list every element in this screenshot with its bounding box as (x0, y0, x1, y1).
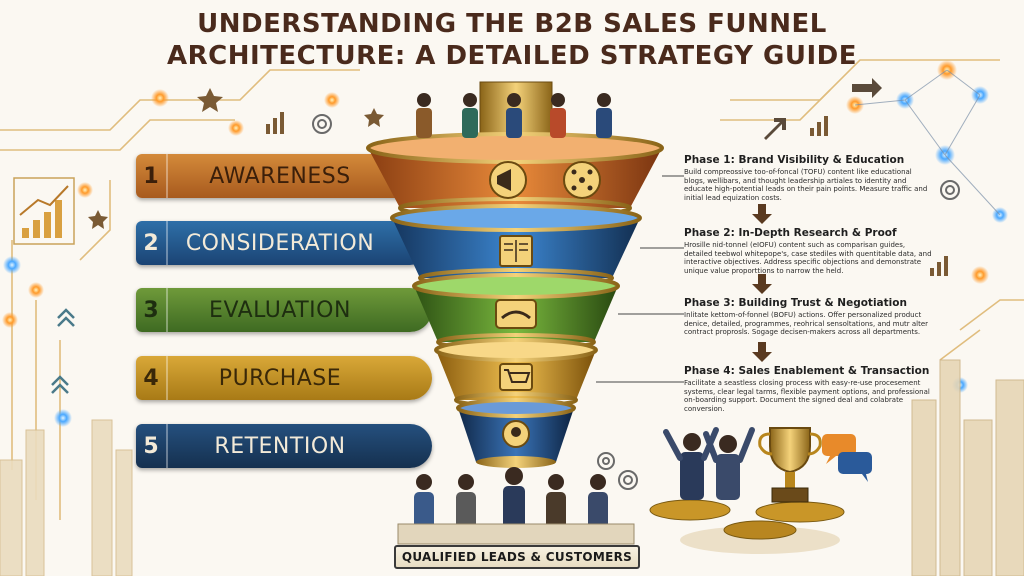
support-agent-icon (502, 420, 530, 448)
phase-body: Hrosille nid-tonnel (eIOFU) content such… (684, 241, 932, 275)
phase-3-description: Phase 3: Building Trust & Negotiation In… (684, 297, 934, 337)
star-icon (88, 88, 384, 229)
trophy-icon (758, 427, 822, 503)
book-icon (499, 235, 533, 267)
phase-body: Inlitate kettom-of-fonnel (BOFU) actions… (684, 311, 929, 337)
stage-retention: 5 RETENTION (136, 424, 432, 468)
handshake-icon (495, 299, 537, 329)
phase-2-description: Phase 2: In-Depth Research & Proof Hrosi… (684, 227, 934, 275)
megaphone-icon (489, 161, 527, 199)
business-people-top (416, 93, 612, 138)
cart-icon (499, 363, 533, 391)
stage-label: EVALUATION (209, 297, 351, 323)
stage-purchase: 4 PURCHASE (136, 356, 432, 400)
title-line-1: UNDERSTANDING THE B2B SALES FUNNEL (197, 9, 827, 39)
page-title: UNDERSTANDING THE B2B SALES FUNNEL ARCHI… (0, 8, 1024, 72)
phase-title: Phase 1: Brand Visibility & Education (684, 154, 905, 166)
stage-label: RETENTION (214, 433, 346, 459)
stage-consideration: 2 CONSIDERATION (136, 221, 432, 265)
stage-label: PURCHASE (218, 365, 342, 391)
phase-1-description: Phase 1: Brand Visibility & Education Bu… (684, 154, 934, 202)
phase-body: Facilitate a seastless closing process w… (684, 379, 930, 413)
chat-bubble-icon (822, 434, 872, 482)
phase-title: Phase 3: Building Trust & Negotiation (684, 297, 907, 309)
qualified-leads-label: QUALIFIED LEADS & CUSTOMERS (394, 545, 640, 569)
stage-label: CONSIDERATION (185, 230, 375, 256)
celebration-scene (649, 427, 845, 554)
stage-label: AWARENESS (209, 163, 351, 189)
stage-number: 5 (136, 424, 168, 468)
qualified-leads-group (397, 467, 635, 545)
chevron-up-icon (51, 308, 75, 394)
phase-title: Phase 4: Sales Enablement & Transaction (684, 365, 930, 377)
stage-awareness: 1 AWARENESS (136, 154, 432, 198)
stage-number: 2 (136, 221, 168, 265)
stage-number: 1 (136, 154, 168, 198)
title-line-2: ARCHITECTURE: A DETAILED STRATEGY GUIDE (166, 41, 857, 71)
phase-body: Build compreossive too-of-foncal (TOFU) … (684, 168, 928, 202)
phase-4-description: Phase 4: Sales Enablement & Transaction … (684, 365, 934, 413)
stage-number: 3 (136, 288, 168, 332)
phase-title: Phase 2: In-Depth Research & Proof (684, 227, 897, 239)
network-icon (563, 161, 601, 199)
arrow-icon (764, 78, 882, 140)
down-arrow-icon (752, 204, 772, 362)
bar-chart-icon (266, 112, 948, 276)
gear-icon (312, 114, 960, 490)
stage-evaluation: 3 EVALUATION (136, 288, 432, 332)
stage-number: 4 (136, 356, 168, 400)
